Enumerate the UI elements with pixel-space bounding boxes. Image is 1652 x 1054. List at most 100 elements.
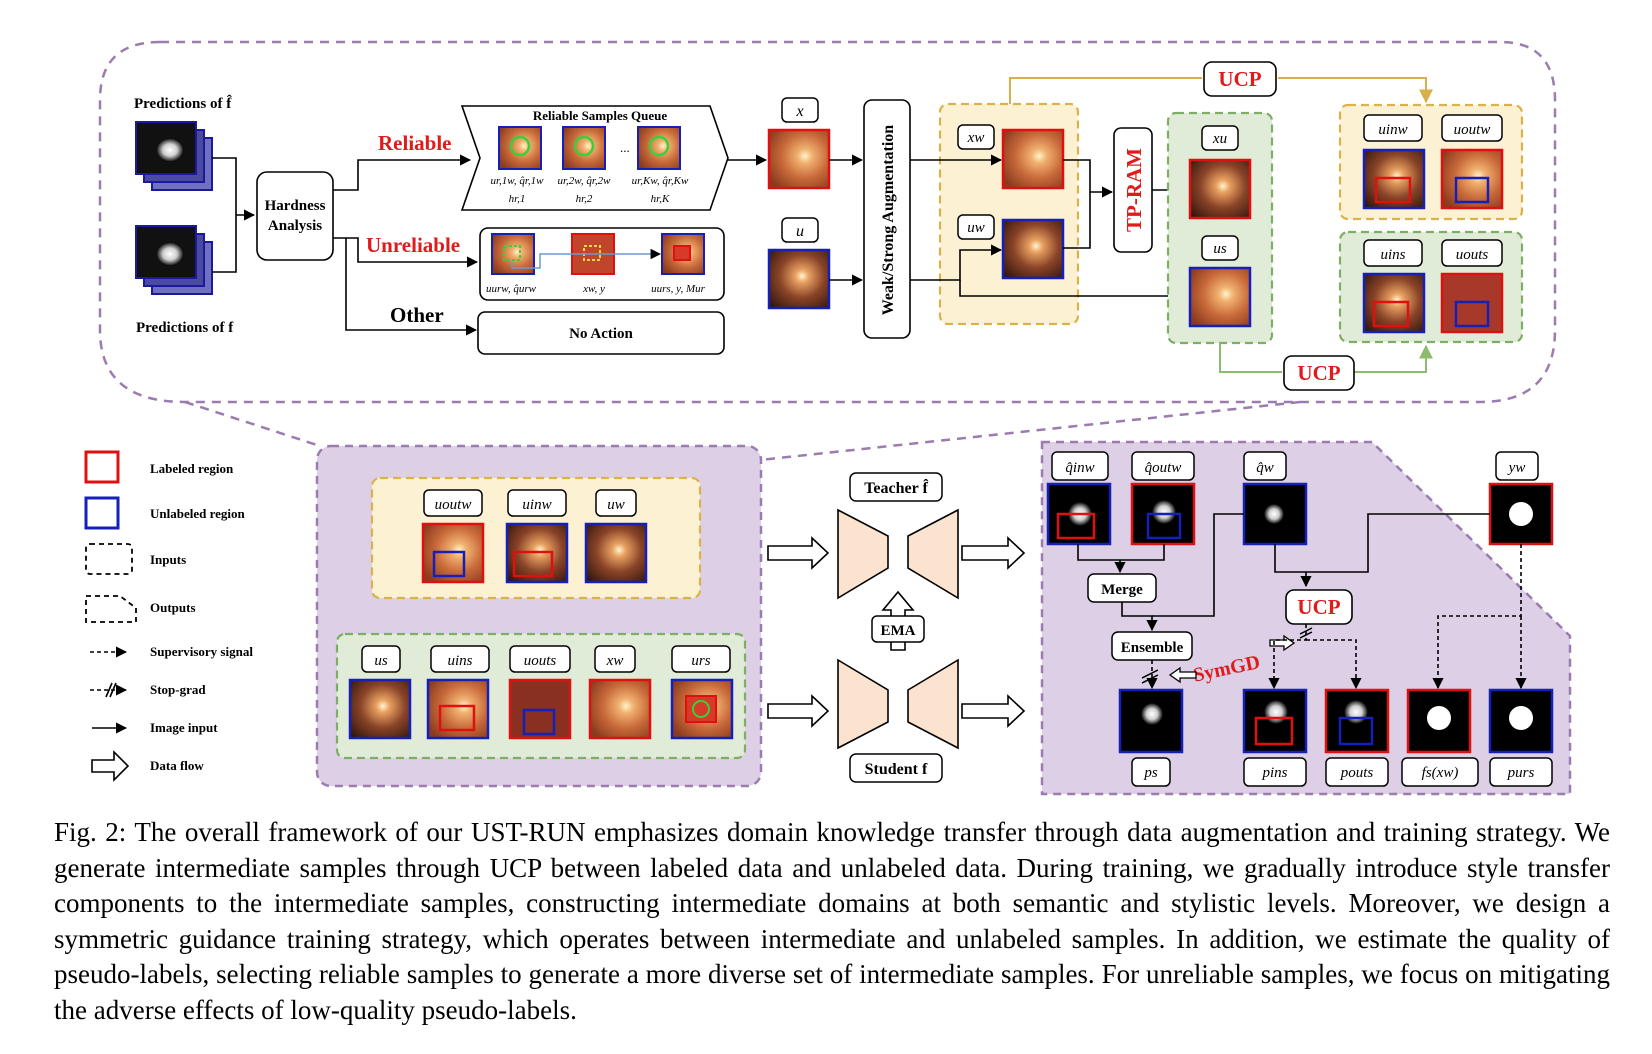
xu-label: xu: [1212, 131, 1227, 147]
in-g-img-1: [348, 678, 412, 740]
in-g-label-2: uins: [447, 653, 472, 669]
ucp-bottom-box: [1283, 355, 1355, 391]
y-w-mask: [1488, 482, 1554, 546]
in-g-label-4: xw: [606, 653, 624, 669]
uins-label: uins: [1380, 247, 1405, 263]
uoutw-image: [1440, 148, 1504, 210]
merge-label: Merge: [1101, 582, 1143, 598]
u-label-box: [781, 217, 819, 243]
pred-stack-f: [135, 225, 213, 295]
ucp-top-box: [1203, 61, 1277, 97]
in-green-labels: us uins uouts xw urs: [361, 645, 731, 673]
xw-label-box: [957, 124, 995, 150]
f-s-xw-label: fs(xw): [1422, 765, 1459, 781]
legend-outputs: Outputs: [150, 600, 196, 615]
legend-labeled: Labeled region: [150, 461, 234, 476]
no-action-label: No Action: [569, 326, 633, 342]
queue-thumb-2: [562, 126, 606, 170]
xu-image: [1188, 158, 1252, 220]
ensemble-label: Ensemble: [1121, 640, 1184, 656]
teacher-label: Teacher f̂: [864, 478, 929, 497]
queue-h-1: hr,1: [509, 193, 526, 205]
queue-title: Reliable Samples Queue: [533, 108, 668, 123]
unrel-label-3: uurs, y, Mur: [651, 283, 706, 295]
y-w-label: yw: [1507, 460, 1526, 476]
xw-image: [1001, 128, 1065, 190]
unrel-thumb-3: [661, 233, 705, 275]
flow-arrow-4: [961, 694, 1026, 728]
x-image: [767, 128, 831, 190]
hardness-line1: Hardness: [265, 198, 326, 214]
unrel-label-1: uurw, q̂urw: [486, 283, 537, 295]
queue-h-k: hr,K: [651, 193, 670, 205]
queue-label-2: ur,2w, q̂r,2w: [558, 175, 612, 187]
x-label: x: [795, 103, 803, 120]
student-label-box: [849, 753, 943, 783]
q-w-mask: [1242, 482, 1308, 546]
queue-label-k: ur,Kw, q̂r,Kw: [632, 175, 689, 187]
u-image: [767, 248, 831, 310]
p-in-s-mask: [1242, 688, 1308, 754]
framework-diagram: Predictions of f̂ Predictions of f Hardn…: [84, 40, 1572, 796]
u-label: u: [796, 223, 804, 240]
queue-ellipsis: ...: [620, 140, 630, 155]
legend-unlabeled: Unlabeled region: [150, 506, 246, 521]
f-s-xw-mask: [1406, 688, 1472, 754]
reliable-label: Reliable: [378, 131, 452, 155]
teacher-encoder: [837, 508, 889, 600]
flow-arrow-1: [767, 536, 830, 570]
flow-arrow-2: [767, 694, 830, 728]
teacher-decoder: [907, 508, 959, 600]
callout-connector-left: [184, 400, 321, 448]
p-s-label: ps: [1143, 765, 1158, 781]
figure-caption: Fig. 2: The overall framework of our UST…: [54, 817, 1610, 1025]
in-g-label-5: urs: [691, 653, 710, 669]
q-in-w-mask: [1046, 482, 1112, 546]
in-y-img-3: [584, 522, 648, 584]
p-s-mask: [1118, 688, 1184, 754]
us-image: [1188, 266, 1252, 328]
ucp-bottom-label: UCP: [1297, 361, 1340, 385]
legend: Labeled region Unlabeled region Inputs O…: [84, 450, 253, 782]
uouts-label: uouts: [1456, 247, 1489, 263]
pred-stack-fhat: [135, 121, 213, 191]
unrel-label-2: xw, y: [582, 283, 605, 295]
tpram-label: TP-RAM: [1122, 148, 1146, 232]
ucp-right-box: [1285, 589, 1353, 625]
weak-strong-label: Weak/Strong Augmentation: [880, 125, 897, 316]
pred-f-label: Predictions of f: [136, 320, 234, 336]
uw-label: uw: [967, 220, 985, 236]
xw-label: xw: [967, 130, 985, 146]
student-label: Student f: [865, 761, 928, 778]
uoutw-label: uoutw: [1454, 122, 1491, 138]
ema-box: [871, 615, 925, 643]
unreliable-label: Unreliable: [366, 233, 460, 257]
uouts-label-box: [1441, 239, 1503, 267]
q-out-w-label: q̂outw: [1145, 460, 1182, 476]
uw-image: [1001, 218, 1065, 280]
p-out-s-mask: [1324, 688, 1390, 754]
legend-image-input: Image input: [150, 720, 218, 735]
pred-fhat-label: Predictions of f̂: [134, 94, 232, 112]
teacher-label-box: [849, 472, 943, 502]
in-g-img-2: [426, 678, 490, 740]
uins-label-box: [1363, 239, 1423, 267]
ucp-right-label: UCP: [1297, 595, 1340, 619]
hardness-box: [256, 171, 334, 261]
x-label-box: [781, 97, 819, 123]
other-label: Other: [390, 303, 444, 327]
queue-h-2: hr,2: [576, 193, 593, 205]
no-action-box: [477, 311, 725, 355]
queue-thumb-k: [637, 126, 681, 170]
hardness-line2: Analysis: [268, 218, 322, 234]
legend-inputs: Inputs: [150, 552, 186, 567]
p-ur-s-label: purs: [1507, 765, 1535, 781]
p-out-s-label: pouts: [1340, 765, 1374, 781]
us-label-box: [1201, 235, 1239, 261]
q-in-w-label: q̂inw: [1065, 460, 1094, 476]
p-in-s-label: pins: [1261, 765, 1287, 781]
symgd-arrow-left: [1168, 666, 1197, 684]
queue-thumb-1: [498, 126, 542, 170]
uoutw-label-box: [1441, 114, 1503, 142]
in-y-label-1: uoutw: [435, 497, 472, 513]
